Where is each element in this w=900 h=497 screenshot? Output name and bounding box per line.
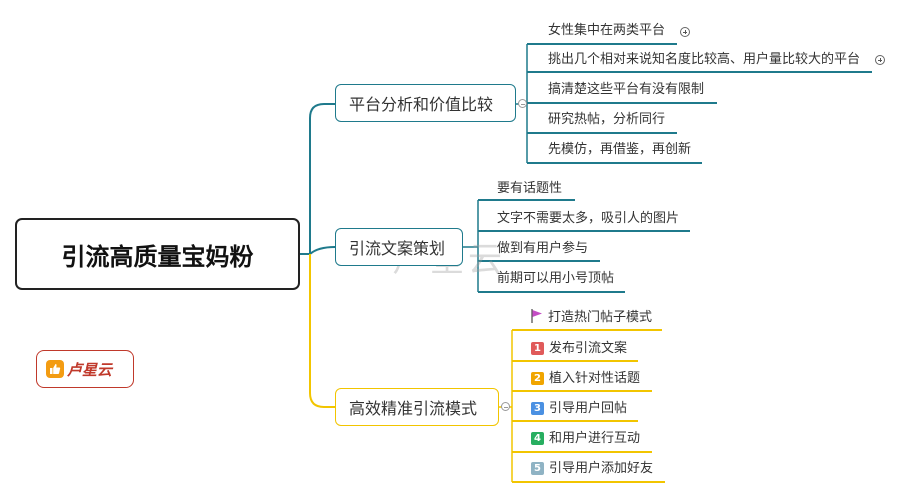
expand-plus-icon[interactable] — [680, 27, 690, 37]
connector-branch-2 — [309, 246, 336, 255]
branch-topic-traffic-mode[interactable]: 高效精准引流模式 — [335, 388, 499, 426]
flag-icon — [531, 309, 542, 323]
priority-1-icon: 1 — [531, 342, 544, 355]
subtopic[interactable]: 文字不需要太多，吸引人的图片 — [497, 211, 680, 226]
branch-label: 平台分析和价值比较 — [349, 95, 494, 114]
collapse-toggle-icon[interactable] — [501, 402, 510, 411]
branch-topic-copywriting[interactable]: 引流文案策划 — [335, 228, 463, 266]
connector-branch-1 — [309, 103, 335, 254]
brand-logo-text: 卢星云 — [67, 360, 113, 379]
branch-label: 引流文案策划 — [349, 239, 446, 258]
subtopic[interactable]: 做到有用户参与 — [497, 241, 589, 256]
expand-plus-icon[interactable] — [875, 55, 885, 65]
brand-logo: 卢星云 — [36, 350, 134, 388]
collapse-toggle-icon[interactable] — [518, 99, 527, 108]
branch-label: 高效精准引流模式 — [349, 399, 478, 418]
priority-5-icon: 5 — [531, 462, 544, 475]
subtopic[interactable]: 研究热帖，分析同行 — [548, 112, 666, 127]
subtopic[interactable]: 挑出几个相对来说知名度比较高、用户量比较大的平台 — [548, 52, 861, 67]
subtopic[interactable]: 要有话题性 — [497, 181, 563, 196]
thumbs-up-icon — [46, 360, 64, 378]
priority-4-icon: 4 — [531, 432, 544, 445]
root-topic[interactable]: 引流高质量宝妈粉 — [15, 218, 300, 290]
priority-2-icon: 2 — [531, 372, 544, 385]
subtopic[interactable]: 前期可以用小号顶帖 — [497, 271, 615, 286]
subtopic[interactable]: 打造热门帖子模式 — [531, 309, 652, 327]
branch-topic-platform-analysis[interactable]: 平台分析和价值比较 — [335, 84, 516, 122]
subtopic[interactable]: 搞清楚这些平台有没有限制 — [548, 82, 705, 97]
branch-2-bracket — [463, 200, 479, 292]
connector-branch-3 — [309, 254, 335, 408]
subtopic[interactable]: 女性集中在两类平台 — [548, 23, 666, 38]
priority-3-icon: 3 — [531, 402, 544, 415]
subtopic[interactable]: 先模仿，再借鉴，再创新 — [548, 142, 692, 157]
